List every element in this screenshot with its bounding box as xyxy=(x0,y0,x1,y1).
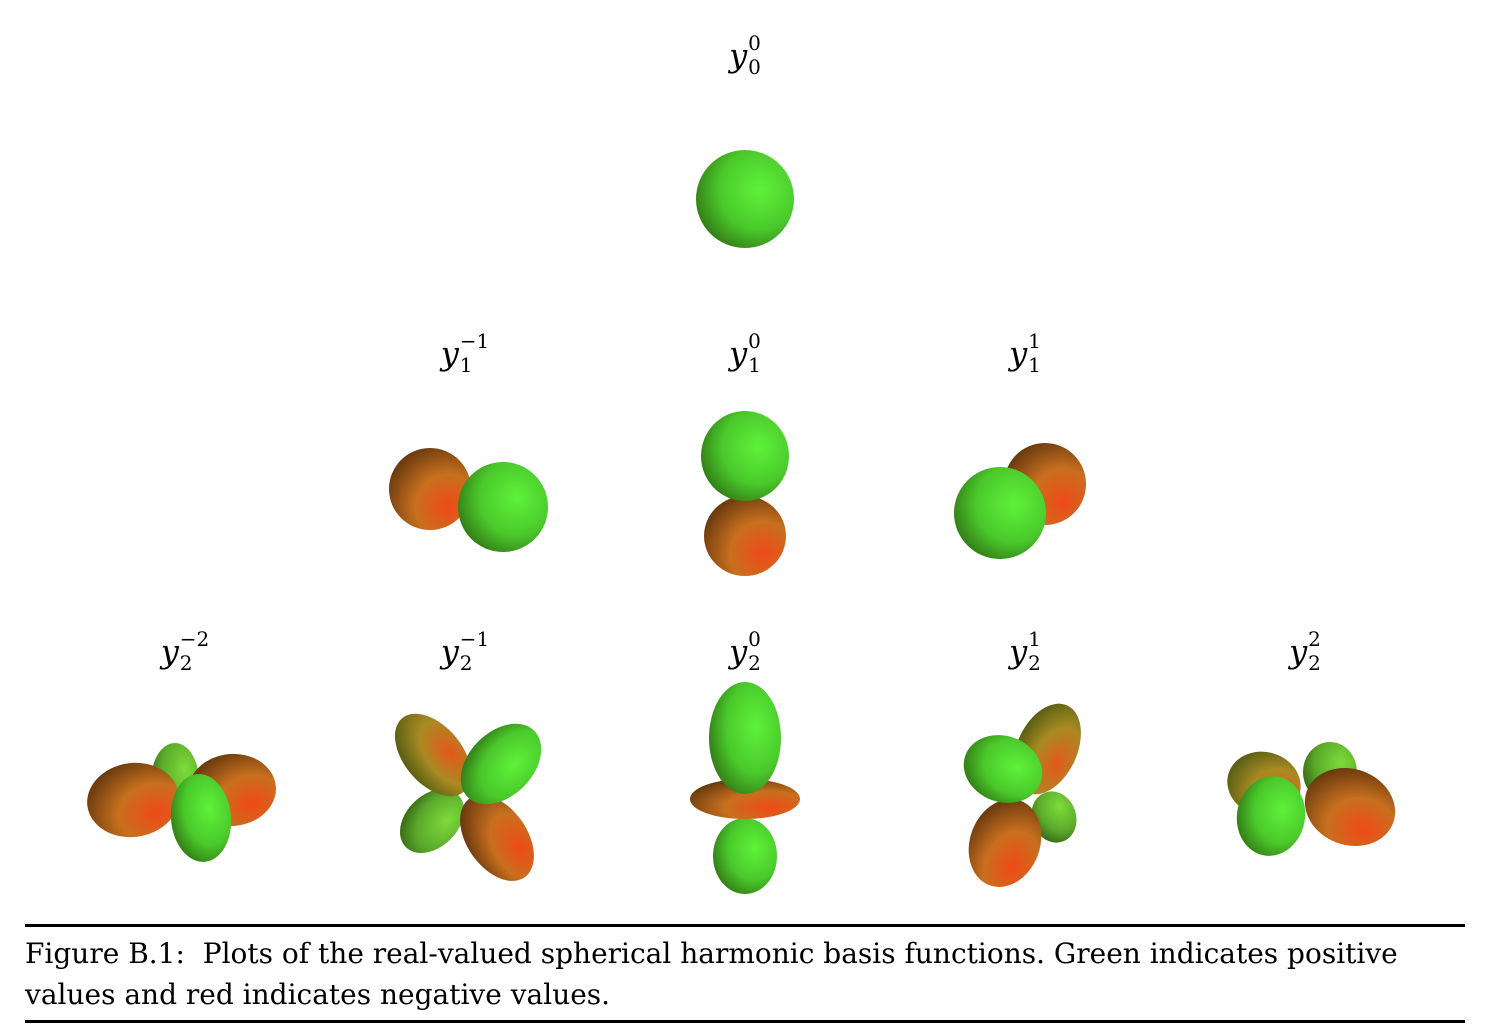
harmonic-degree: 2 xyxy=(459,651,473,675)
positive-lobe xyxy=(170,774,232,862)
negative-lobe xyxy=(968,799,1042,887)
negative-lobe xyxy=(389,448,471,530)
negative-lobe xyxy=(87,762,179,838)
harmonic-order: 0 xyxy=(748,31,761,55)
harmonic-order: 1 xyxy=(1028,627,1041,651)
plot-y-2-neg1 xyxy=(394,713,542,881)
harmonic-degree: 2 xyxy=(1308,651,1321,675)
harmonic-symbol: y xyxy=(729,334,748,373)
harmonic-order: −1 xyxy=(459,627,490,651)
positive-lobe xyxy=(458,462,548,552)
plot-y-2-neg2 xyxy=(87,743,276,862)
harmonics-plot-canvas xyxy=(87,150,1396,894)
harmonic-symbol: y xyxy=(729,632,748,671)
positive-lobe xyxy=(696,150,794,248)
caption-text: Plots of the real-valued spherical harmo… xyxy=(25,937,1398,1011)
plot-y-2-0 xyxy=(690,682,800,894)
harmonic-symbol: y xyxy=(160,632,179,671)
harmonic-degree: 2 xyxy=(748,651,761,675)
harmonic-symbol: y xyxy=(729,36,748,75)
negative-ring xyxy=(690,779,800,819)
positive-lobe xyxy=(701,411,789,501)
positive-lobe xyxy=(713,818,777,894)
harmonic-order: −1 xyxy=(459,329,490,353)
plot-y-1-0 xyxy=(701,411,789,576)
positive-lobe xyxy=(460,723,542,805)
positive-lobe xyxy=(1236,776,1306,856)
plot-y-1-1 xyxy=(954,443,1086,559)
positive-lobe xyxy=(400,789,464,853)
figure-caption: Figure B.1: Plots of the real-valued sph… xyxy=(25,927,1465,1020)
harmonic-degree: 2 xyxy=(1028,651,1041,675)
harmonic-degree: 0 xyxy=(748,55,761,79)
harmonic-degree: 1 xyxy=(748,353,761,377)
positive-lobe xyxy=(709,682,781,794)
plot-y-2-2 xyxy=(1227,742,1396,856)
harmonic-symbol: y xyxy=(1009,632,1028,671)
harmonic-symbol: y xyxy=(440,334,459,373)
plot-y-2-1 xyxy=(963,703,1081,887)
positive-lobe xyxy=(1031,791,1077,843)
harmonic-order: 0 xyxy=(748,627,761,651)
harmonic-symbol: y xyxy=(440,632,459,671)
harmonic-order: −2 xyxy=(179,627,210,651)
harmonic-degree: 1 xyxy=(459,353,473,377)
harmonic-order: 0 xyxy=(748,329,761,353)
negative-lobe xyxy=(704,496,786,576)
harmonic-symbol: y xyxy=(1009,334,1028,373)
harmonic-symbol: y xyxy=(1289,632,1308,671)
caption-bottom-rule xyxy=(25,1020,1465,1023)
caption-top-rule xyxy=(25,924,1465,927)
negative-lobe xyxy=(1304,767,1396,847)
plot-y-0-0 xyxy=(696,150,794,248)
harmonic-degree: 1 xyxy=(1028,353,1041,377)
negative-lobe xyxy=(394,713,472,797)
negative-lobe xyxy=(460,795,534,881)
harmonic-order: 2 xyxy=(1308,627,1321,651)
caption-label: Figure B.1: xyxy=(25,937,185,970)
harmonic-order: 1 xyxy=(1028,329,1041,353)
caption-block: Figure B.1: Plots of the real-valued sph… xyxy=(25,924,1465,1023)
plot-y-1-neg1 xyxy=(389,448,548,552)
harmonic-degree: 2 xyxy=(179,651,193,675)
positive-lobe xyxy=(963,735,1043,803)
positive-lobe xyxy=(954,467,1046,559)
